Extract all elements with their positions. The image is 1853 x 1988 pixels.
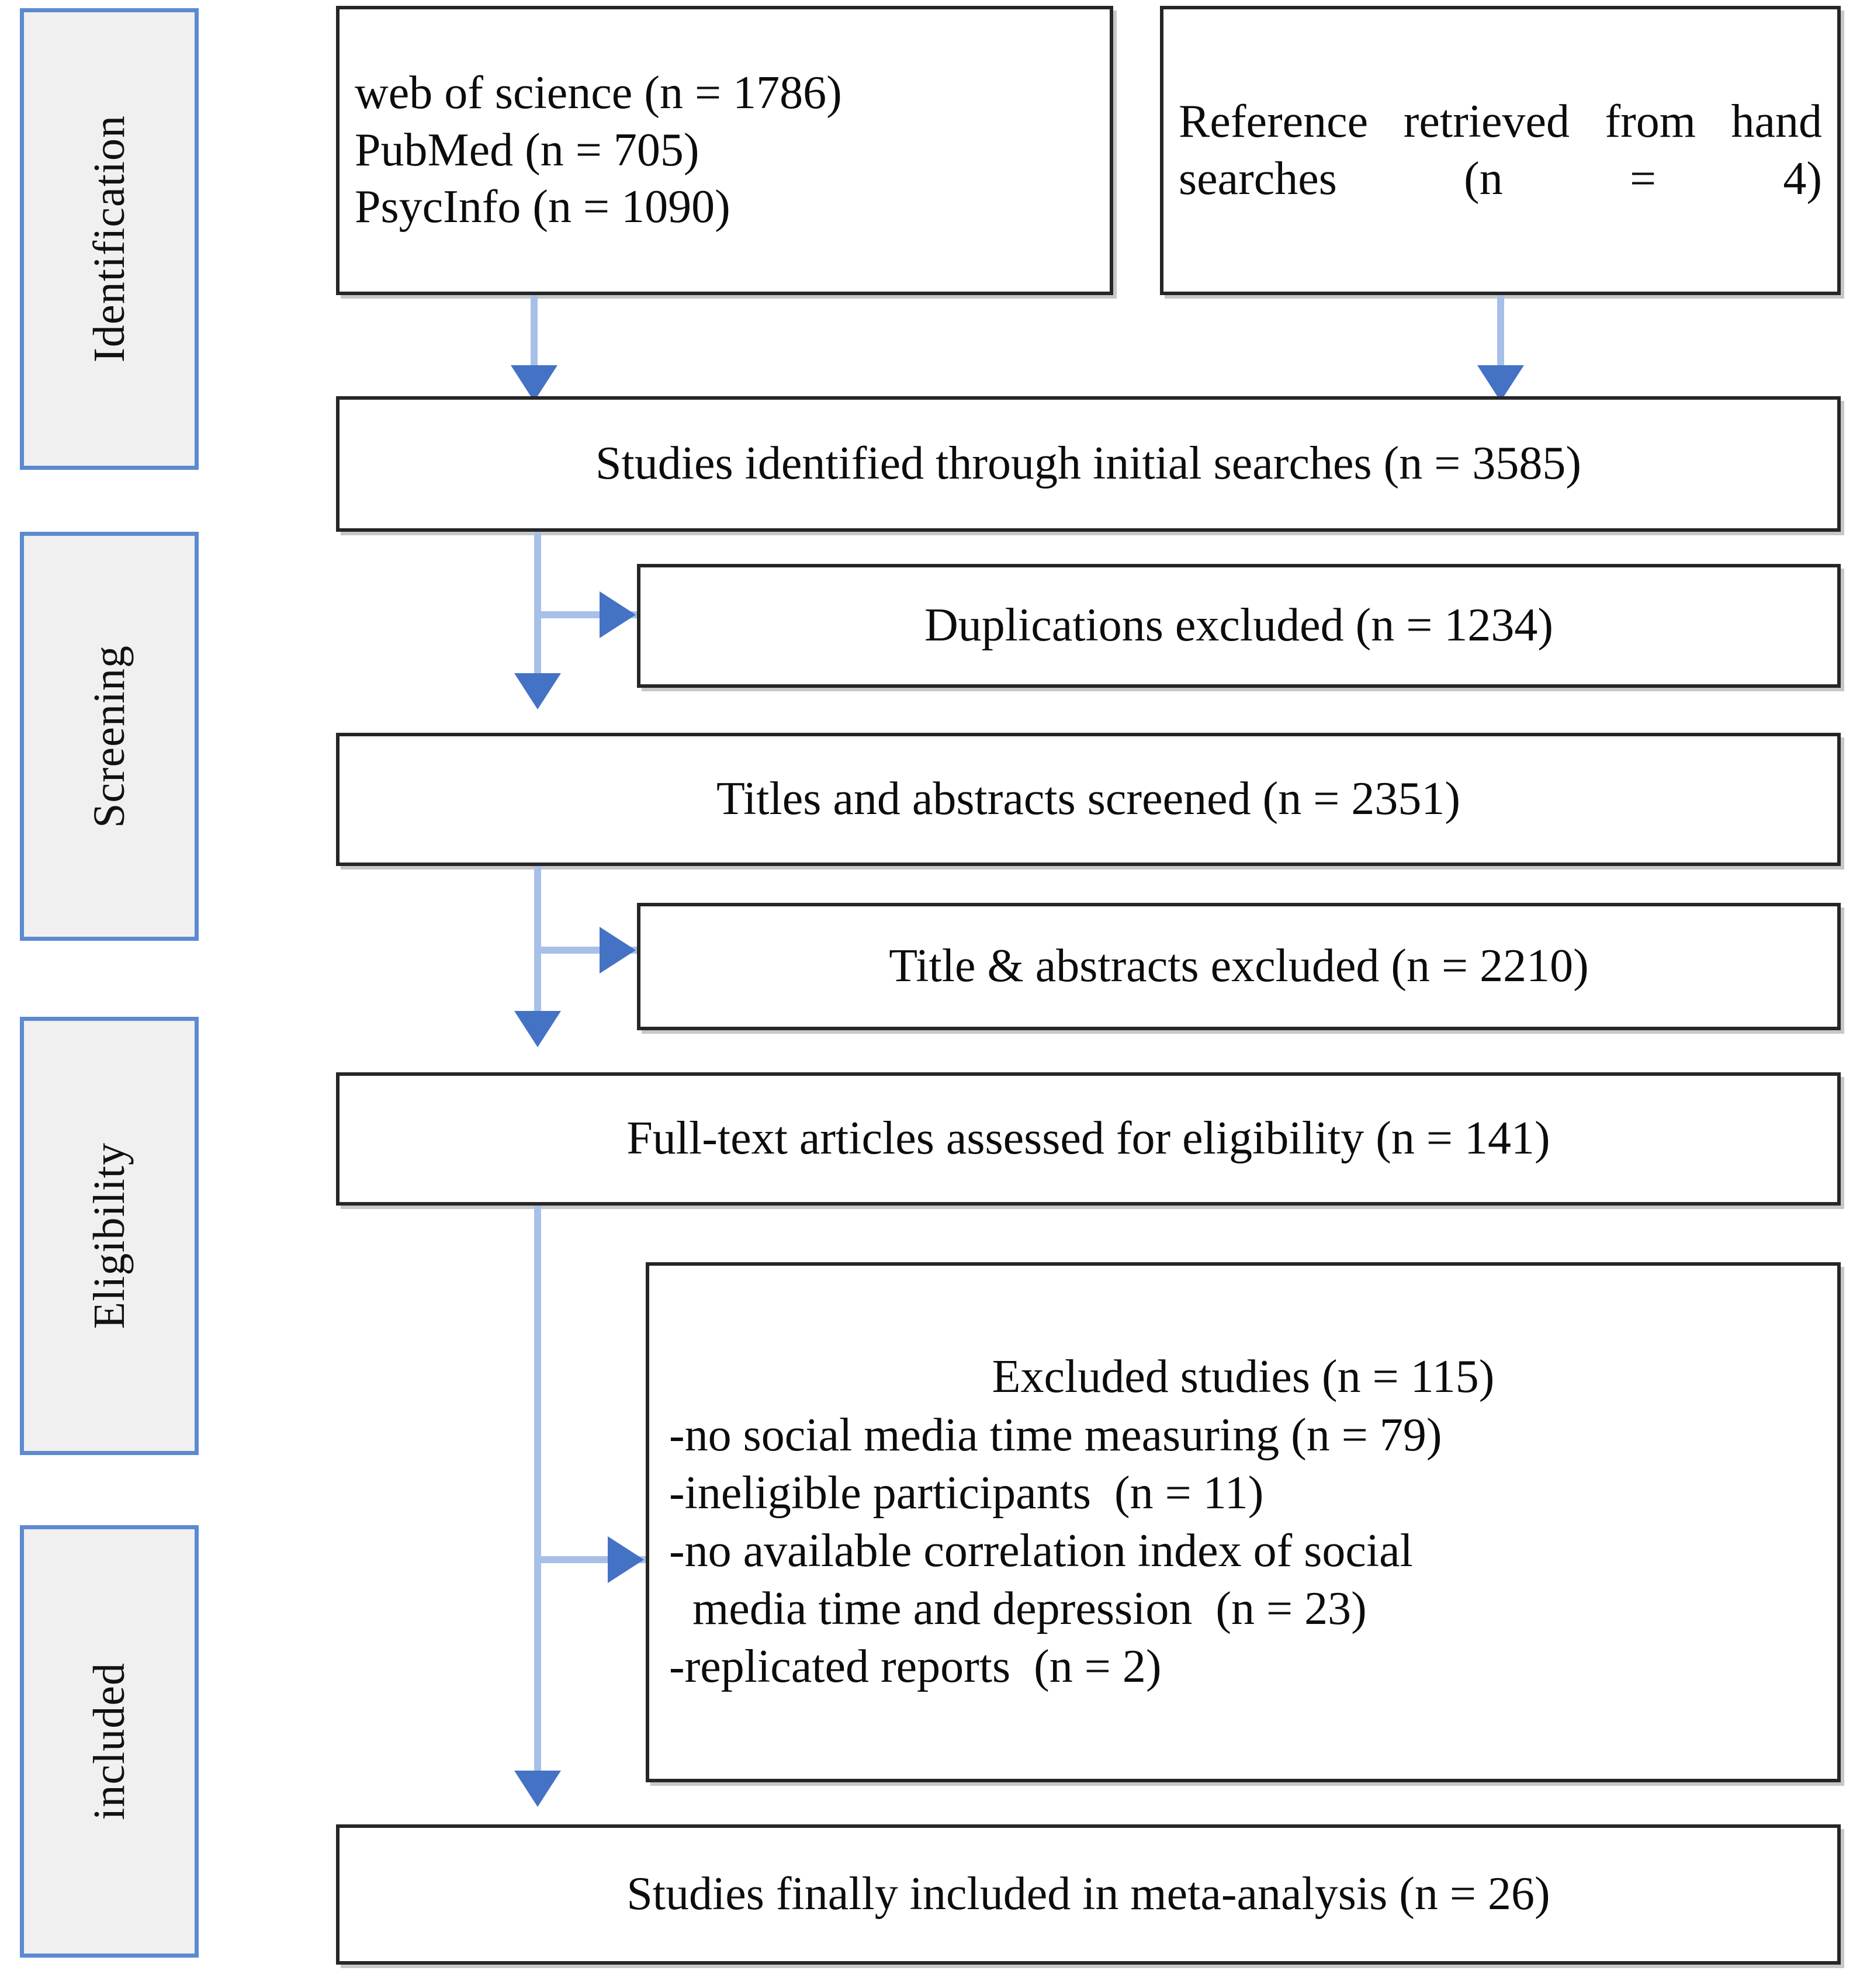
box-initial-searches: Studies identified through initial searc… — [336, 396, 1841, 532]
box-hand-searches-text: Reference retrieved from hand searches (… — [1179, 95, 1822, 205]
excluded-reason-no-social-media-time: -no social media time measuring (n = 79) — [669, 1409, 1442, 1461]
excluded-reason-replicated-reports: -replicated reports (n = 2) — [669, 1641, 1162, 1693]
connector-trunk-identified-to-screened — [534, 532, 541, 681]
box-initial-searches-text: Studies identified through initial searc… — [595, 438, 1581, 490]
arrow-to-titles-excluded — [600, 927, 636, 974]
connector-line-hand-searches — [1497, 295, 1504, 374]
box-duplications-excluded: Duplications excluded (n = 1234) — [637, 564, 1841, 688]
excluded-studies-content: Excluded studies (n = 115) -no social me… — [649, 1348, 1837, 1696]
box-titles-screened-text: Titles and abstracts screened (n = 2351) — [716, 773, 1460, 825]
box-fulltext-assessed: Full-text articles assessed for eligibil… — [336, 1072, 1841, 1206]
stage-label-identification: Identification — [84, 115, 134, 363]
box-fulltext-assessed-text: Full-text articles assessed for eligibil… — [626, 1113, 1550, 1165]
connector-trunk-fulltext-to-final — [534, 1206, 541, 1778]
box-hand-searches: Reference retrieved from hand searches (… — [1160, 6, 1841, 295]
box-final-included-text: Studies finally included in meta-analysi… — [626, 1868, 1550, 1920]
arrow-identified-to-screened — [514, 673, 561, 709]
box-excluded-studies: Excluded studies (n = 115) -no social me… — [646, 1262, 1841, 1782]
excluded-reason-no-correlation-index-line1: -no available correlation index of socia… — [669, 1525, 1413, 1577]
arrow-to-duplications-excluded — [600, 591, 636, 638]
box-titles-screened: Titles and abstracts screened (n = 2351) — [336, 733, 1841, 866]
box-databases: web of science (n = 1786) PubMed (n = 70… — [336, 6, 1113, 295]
excluded-reason-ineligible-participants: -ineligible participants (n = 11) — [669, 1467, 1264, 1519]
stage-box-identification: Identification — [20, 8, 199, 470]
connector-trunk-screened-to-fulltext — [534, 866, 541, 1018]
box-databases-text: web of science (n = 1786) PubMed (n = 70… — [355, 67, 842, 233]
box-duplications-excluded-text: Duplications excluded (n = 1234) — [924, 600, 1553, 652]
arrow-screened-to-fulltext — [514, 1011, 561, 1047]
stage-label-eligibility: Eligibility — [84, 1142, 134, 1329]
excluded-reason-no-correlation-index-line2: media time and depression (n = 23) — [669, 1583, 1367, 1635]
stage-label-screening: Screening — [84, 645, 134, 828]
stage-box-included: included — [20, 1525, 199, 1958]
arrow-databases-to-identified — [511, 365, 557, 401]
arrow-to-excluded-studies — [608, 1536, 644, 1583]
box-final-included: Studies finally included in meta-analysi… — [336, 1824, 1841, 1965]
arrow-hand-searches-to-identified — [1477, 365, 1524, 401]
stage-box-screening: Screening — [20, 532, 199, 941]
stage-box-eligibility: Eligibility — [20, 1017, 199, 1455]
stage-label-included: included — [84, 1663, 134, 1820]
arrow-fulltext-to-final — [514, 1771, 561, 1807]
connector-line-databases — [531, 295, 538, 374]
box-titles-excluded-text: Title & abstracts excluded (n = 2210) — [889, 940, 1589, 992]
box-titles-excluded: Title & abstracts excluded (n = 2210) — [637, 903, 1841, 1030]
excluded-studies-heading: Excluded studies (n = 115) — [992, 1351, 1495, 1403]
